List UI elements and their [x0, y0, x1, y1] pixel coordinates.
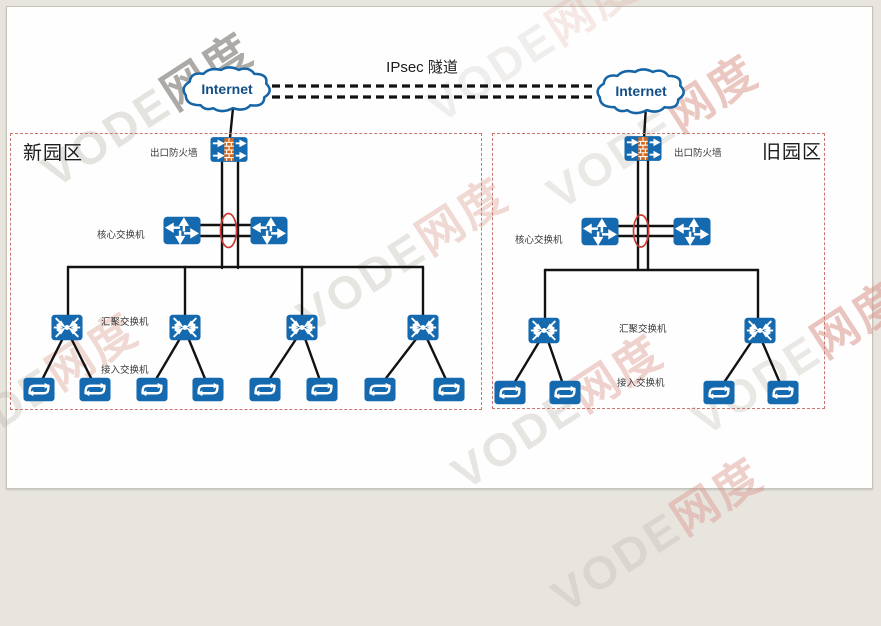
cloud-icon [596, 68, 685, 115]
internet-cloud-right: Internet [592, 68, 690, 116]
core-label-right: 核心交换机 [515, 235, 563, 246]
core-label-left: 核心交换机 [97, 230, 145, 241]
access-label-right: 接入交换机 [617, 378, 665, 389]
region-box-old-campus [492, 133, 825, 409]
aggregation-label-right: 汇聚交换机 [619, 324, 667, 335]
firewall-label-left: 出口防火墙 [150, 148, 198, 159]
region-name-new-campus: 新园区 [23, 143, 84, 164]
watermark-latin-text: VODE [542, 501, 691, 623]
firewall-label-right: 出口防火墙 [674, 148, 722, 159]
region-box-new-campus [10, 133, 482, 410]
access-label-left: 接入交换机 [101, 365, 149, 376]
aggregation-label-left: 汇聚交换机 [101, 317, 149, 328]
region-name-old-campus: 旧园区 [762, 142, 823, 163]
internet-label: Internet [201, 81, 253, 97]
diagram-title: IPsec 隧道 [386, 59, 458, 76]
internet-cloud-left: Internet [178, 66, 276, 114]
cloud-icon [182, 66, 271, 113]
internet-label: Internet [615, 83, 667, 99]
